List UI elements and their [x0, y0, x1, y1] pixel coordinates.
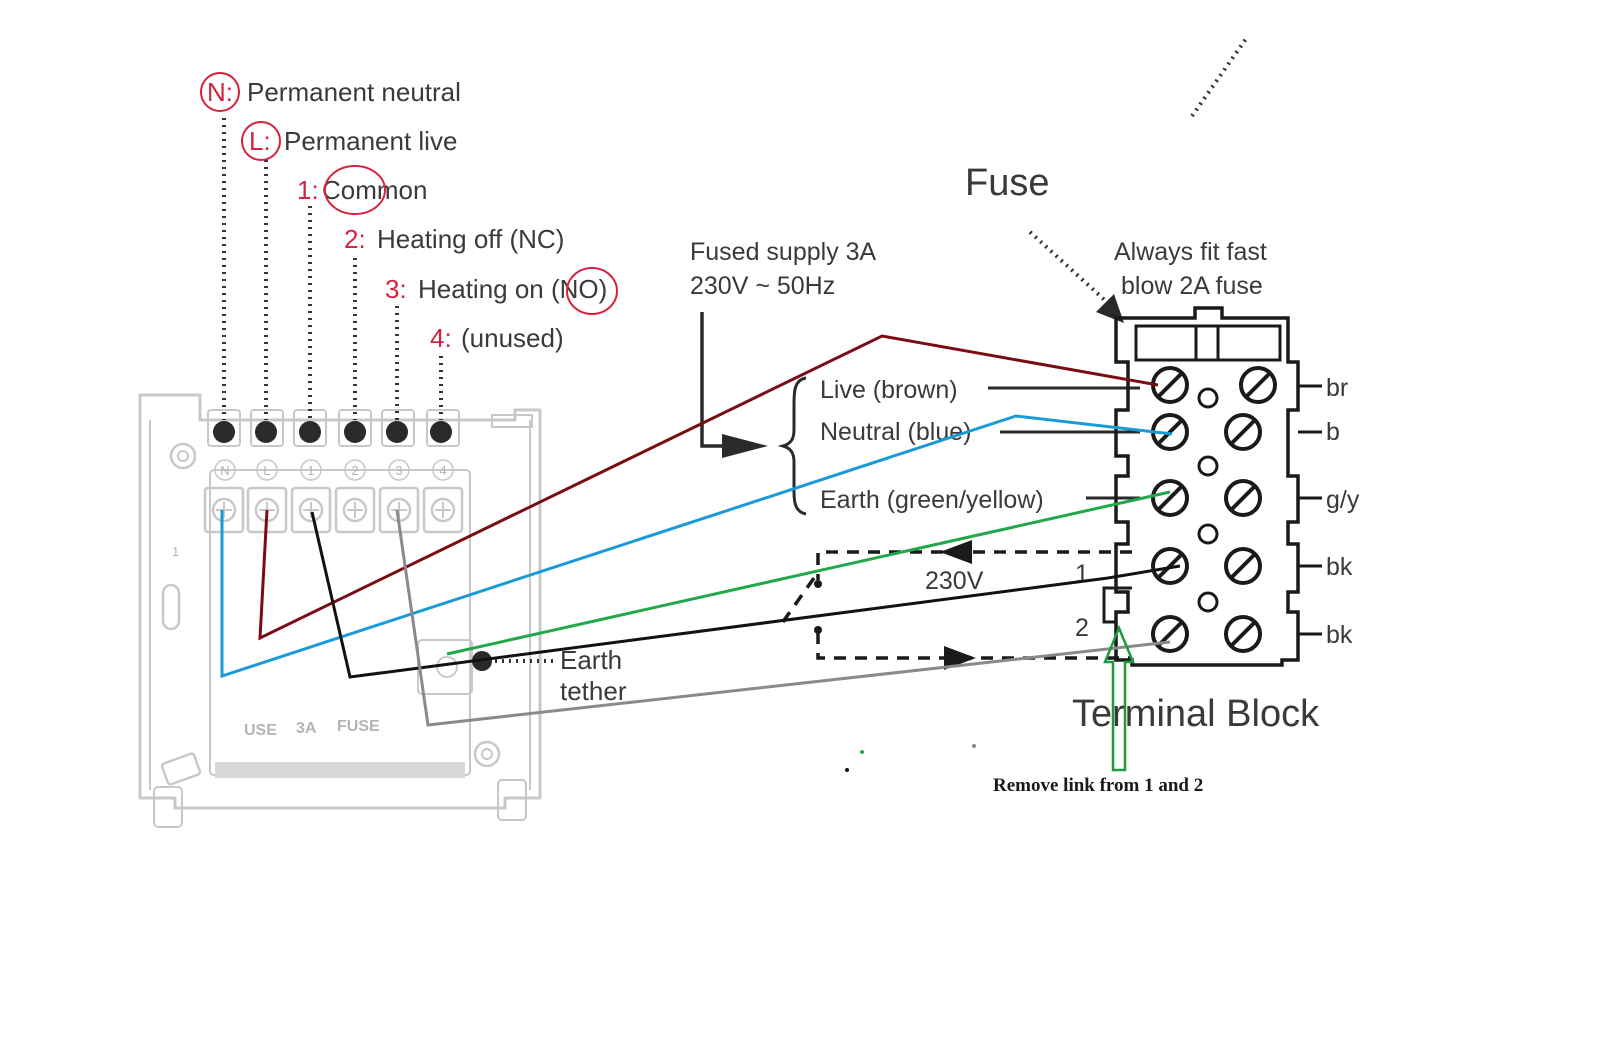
base-number-3: 3	[395, 463, 402, 478]
fuse-title: Fuse	[965, 162, 1049, 204]
backplate-text-fuse: FUSE	[337, 718, 380, 735]
thermostat-screw-slots	[216, 502, 451, 518]
terminal-block	[1114, 306, 1300, 667]
terminal-code-2: 2:	[344, 224, 366, 254]
switch-arrow-upper	[940, 540, 972, 564]
terminal-code-n: N:	[207, 77, 233, 107]
backplate-text-use: USE	[244, 722, 277, 739]
terminal-code-1: 1:	[297, 175, 319, 205]
supply-arrow-line	[700, 312, 730, 448]
supply-line-1: Fused supply 3A	[690, 238, 877, 266]
base-number-2: 2	[351, 463, 358, 478]
base-number-n: N	[220, 463, 229, 478]
common-wire	[310, 511, 1181, 679]
thermostat-backplate	[138, 393, 542, 828]
terminal-code-l: L:	[249, 126, 271, 156]
fuse-pointer-line	[1028, 230, 1110, 305]
backplate-text-3a: 3A	[296, 720, 317, 737]
terminal-desc-3: Heating on (NO)	[418, 274, 607, 304]
remove-link-annotation: Remove link from 1 and 2	[993, 624, 1203, 796]
switch-contact-lower	[814, 626, 822, 634]
earth-wire	[446, 490, 1171, 656]
input-brace	[777, 376, 807, 516]
output-b: b	[1326, 418, 1340, 446]
highlight-circles	[200, 72, 618, 315]
switch-terminal-2: 2	[1075, 614, 1089, 642]
supply-arrow-head	[722, 434, 768, 458]
thermostat-terminal-tabs	[207, 409, 460, 447]
terminal-desc-l: Permanent live	[284, 126, 457, 156]
earth-tether-label-1: Earth	[560, 645, 622, 675]
earth-tether-label-2: tether	[560, 676, 627, 706]
fuse-note-2: blow 2A fuse	[1121, 272, 1263, 300]
supply-line-2: 230V ~ 50Hz	[690, 272, 835, 300]
switch-voltage: 230V	[925, 567, 984, 595]
wires	[220, 334, 1181, 727]
no-wire	[395, 509, 1171, 727]
output-gy: g/y	[1326, 486, 1360, 514]
switch-terminal-1: 1	[1075, 560, 1089, 588]
terminal-code-3: 3:	[385, 274, 407, 304]
thermostat-screw-terminals	[203, 486, 464, 534]
input-live-label: Live (brown)	[820, 376, 958, 404]
base-number-l: L	[263, 463, 270, 478]
neutral-wire	[220, 414, 1173, 679]
input-neutral-label: Neutral (blue)	[820, 418, 971, 446]
speck	[972, 744, 976, 748]
terminal-leader-lines	[222, 118, 443, 420]
switch-arrow-lower	[944, 646, 976, 670]
terminal-link-1-2	[1102, 586, 1132, 624]
speck	[845, 768, 849, 772]
annotation-text: Remove link from 1 and 2	[993, 775, 1203, 796]
base-number-4: 4	[439, 463, 446, 478]
output-leader-lines	[1298, 384, 1322, 636]
base-number-1: 1	[307, 463, 314, 478]
backplate-side-mark: 1	[172, 544, 179, 559]
terminal-dots	[213, 421, 452, 443]
output-br: br	[1326, 374, 1348, 402]
thermostat-number-circles	[214, 459, 454, 481]
speck	[860, 750, 864, 754]
input-earth-label: Earth (green/yellow)	[820, 486, 1044, 514]
terminal-desc-n: Permanent neutral	[247, 77, 461, 107]
terminal-code-4: 4:	[430, 323, 452, 353]
output-bk-1: bk	[1326, 553, 1353, 581]
annotation-arrow	[1103, 624, 1135, 772]
output-bk-2: bk	[1326, 621, 1353, 649]
switch-contact-upper	[814, 580, 822, 588]
top-dotted-line	[1190, 34, 1250, 118]
fuse-pointer-arrow	[1096, 294, 1124, 323]
terminal-desc-2: Heating off (NC)	[377, 224, 564, 254]
fuse-note-1: Always fit fast	[1114, 238, 1267, 266]
terminal-desc-4: (unused)	[461, 323, 564, 353]
terminal-block-screw-slots	[1157, 372, 1271, 647]
terminal-desc-1: Common	[322, 175, 427, 205]
live-wire	[258, 334, 1159, 641]
terminal-block-title: Terminal Block	[1072, 693, 1320, 735]
